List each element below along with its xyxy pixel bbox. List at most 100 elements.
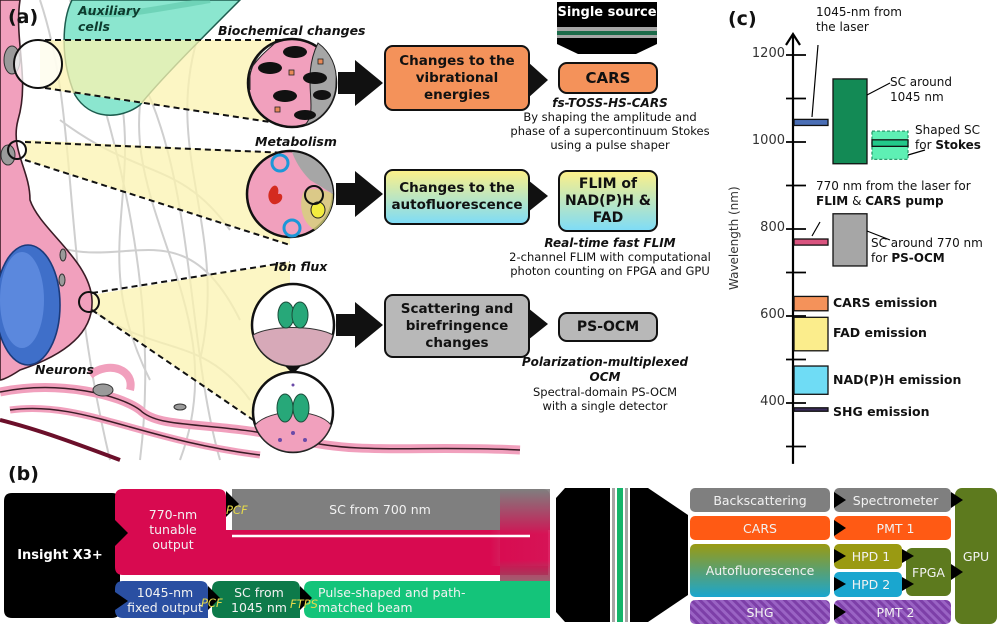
pcf-label-1045: PCF bbox=[201, 596, 223, 610]
label-cars-pump-bold: CARS pump bbox=[865, 194, 944, 208]
label-for: for bbox=[871, 251, 892, 265]
y-axis-label: Wavelength (nm) bbox=[727, 186, 741, 290]
label-770-laser-text: 770 nm from the laser for bbox=[816, 179, 971, 193]
bar-shaped-sc-core bbox=[871, 139, 909, 147]
signal-autofluorescence: Autofluorescence bbox=[705, 563, 815, 578]
detector-arrows bbox=[834, 492, 963, 620]
beam-1045-label: 1045-nm fixed output bbox=[127, 585, 203, 615]
pcf-label-770: PCF bbox=[226, 503, 248, 517]
detector-hpd1: HPD 1 bbox=[851, 549, 891, 564]
label-sc-770-text: SC around 770 nm bbox=[871, 236, 983, 250]
bar-770-nm-from-the-laser bbox=[793, 238, 829, 246]
y-tick-label-800: 800 bbox=[760, 220, 785, 235]
vibrational-energies-box: Changes to the vibrational energies bbox=[384, 45, 530, 111]
ion-flux-zoom-circle-1 bbox=[250, 282, 336, 368]
cars-method-caption: fs-TOSS-HS-CARS By shaping the amplitude… bbox=[505, 96, 715, 152]
ftps-label: FTPS bbox=[290, 597, 318, 611]
leader-shaped-sc bbox=[907, 149, 926, 156]
flim-method-desc: 2-channel FLIM with computational photon… bbox=[509, 250, 711, 278]
microscope-block bbox=[556, 488, 688, 622]
label-sc-1045: SC around 1045 nm bbox=[890, 75, 953, 104]
sc-700-label: SC from 700 nm bbox=[329, 501, 431, 517]
detector-hpd2: HPD 2 bbox=[851, 577, 891, 592]
psocm-method-desc: Spectral-domain PS-OCM with a single det… bbox=[532, 385, 678, 413]
leader-sc-1045 bbox=[866, 82, 891, 96]
neuron-axons bbox=[0, 363, 521, 462]
label-fad-emission: FAD emission bbox=[833, 325, 927, 340]
zoom-origin-circle-2 bbox=[7, 140, 27, 160]
bar-fad-emission bbox=[793, 316, 829, 352]
psocm-method-caption: Polarization-multiplexed OCM Spectral-do… bbox=[520, 355, 690, 413]
auxiliary-cells-label: Auxiliary cells bbox=[78, 3, 141, 34]
ion-flux-label: Ion flux bbox=[274, 259, 328, 274]
y-tick-label-600: 600 bbox=[760, 307, 785, 322]
label-sc-770: SC around 770 nm for PS-OCM bbox=[871, 236, 983, 266]
bar-1045-nm-from-the-laser bbox=[793, 118, 829, 127]
metabolism-label: Metabolism bbox=[255, 134, 337, 149]
label-1045-laser-text: 1045-nm from the laser bbox=[816, 5, 902, 34]
laser-block bbox=[4, 493, 120, 618]
label-flim-bold: FLIM bbox=[816, 194, 849, 208]
detector-pmt1: PMT 1 bbox=[876, 520, 915, 536]
cars-modality-box: CARS bbox=[558, 62, 658, 94]
psocm-modality-box: PS-OCM bbox=[558, 312, 658, 342]
panel-a-label: (a) bbox=[8, 6, 39, 28]
label-shaped-sc: Shaped SC for Stokes bbox=[915, 123, 1000, 153]
label-amp: & bbox=[848, 194, 866, 208]
bar-nad-p-h-emission bbox=[793, 365, 829, 395]
label-psocm-bold: PS-OCM bbox=[891, 251, 945, 265]
flim-modality-box: FLIM of NAD(P)H & FAD bbox=[558, 170, 658, 232]
leader-sc-770 bbox=[866, 230, 891, 241]
panel-b-label: (b) bbox=[8, 463, 39, 485]
single-source-block bbox=[557, 2, 657, 54]
metabolism-zoom-circle bbox=[245, 149, 335, 239]
y-axis-arrowhead bbox=[785, 31, 801, 46]
ion-flux-zoom-circle-2 bbox=[251, 370, 335, 454]
y-tick-label-1200: 1200 bbox=[751, 46, 785, 61]
fpga-block: FPGA bbox=[912, 564, 945, 580]
leader-770-laser bbox=[811, 221, 821, 237]
zoom-origin-circle-3 bbox=[78, 291, 100, 313]
signal-cars: CARS bbox=[743, 520, 777, 536]
bar-sc-around-770-nm bbox=[832, 213, 868, 267]
label-nadph-emission: NAD(P)H emission bbox=[833, 372, 962, 387]
gpu-block: GPU bbox=[962, 548, 990, 564]
label-shaped-sc-text: Shaped SC for bbox=[915, 123, 981, 152]
zoom-cone-1 bbox=[40, 40, 290, 125]
biochemical-zoom-circle bbox=[246, 37, 338, 129]
bar-shg-emission bbox=[793, 407, 829, 412]
autofluorescence-box: Changes to the autofluorescence bbox=[384, 169, 530, 225]
zoom-cone-2 bbox=[25, 140, 290, 245]
y-tick-label-400: 400 bbox=[760, 394, 785, 409]
sc-1045-band bbox=[212, 581, 300, 618]
label-1045-laser: 1045-nm from the laser bbox=[816, 5, 911, 35]
cars-method-title: fs-TOSS-HS-CARS bbox=[552, 96, 668, 110]
biochemical-changes-label: Biochemical changes bbox=[218, 23, 366, 38]
y-tick-label-1000: 1000 bbox=[751, 133, 785, 148]
neurons-label: Neurons bbox=[35, 362, 94, 377]
label-cars-emission: CARS emission bbox=[833, 295, 938, 310]
label-stokes-bold: Stokes bbox=[935, 138, 981, 152]
detector-spectrometer: Spectrometer bbox=[852, 492, 939, 508]
zoom-cone-3 bbox=[92, 262, 290, 445]
flim-method-title: Real-time fast FLIM bbox=[544, 236, 676, 250]
scattering-box: Scattering and birefringence changes bbox=[384, 294, 530, 358]
signal-backscattering: Backscattering bbox=[713, 492, 807, 508]
label-shg-emission: SHG emission bbox=[833, 404, 930, 419]
cars-method-desc: By shaping the amplitude and phase of a … bbox=[510, 110, 710, 152]
leader-1045-laser bbox=[811, 44, 819, 118]
wavelength-chart bbox=[785, 31, 926, 464]
flow-arrows bbox=[336, 60, 548, 348]
detector-pmt2: PMT 2 bbox=[876, 604, 915, 620]
pulse-shaped-label: Pulse-shaped and path-matched beam bbox=[318, 585, 466, 615]
panel-c-label: (c) bbox=[728, 8, 757, 30]
bar-cars-emission bbox=[793, 295, 829, 312]
single-source-label: Single source bbox=[557, 5, 657, 20]
sc-1045-label: SC from 1045 nm bbox=[231, 585, 287, 615]
signal-shg: SHG bbox=[746, 604, 774, 620]
beam-1045-band bbox=[115, 581, 208, 618]
zoom-dashed-lines bbox=[24, 39, 291, 446]
zoom-origin-circle-1 bbox=[13, 39, 63, 89]
psocm-method-title: Polarization-multiplexed OCM bbox=[521, 355, 689, 384]
